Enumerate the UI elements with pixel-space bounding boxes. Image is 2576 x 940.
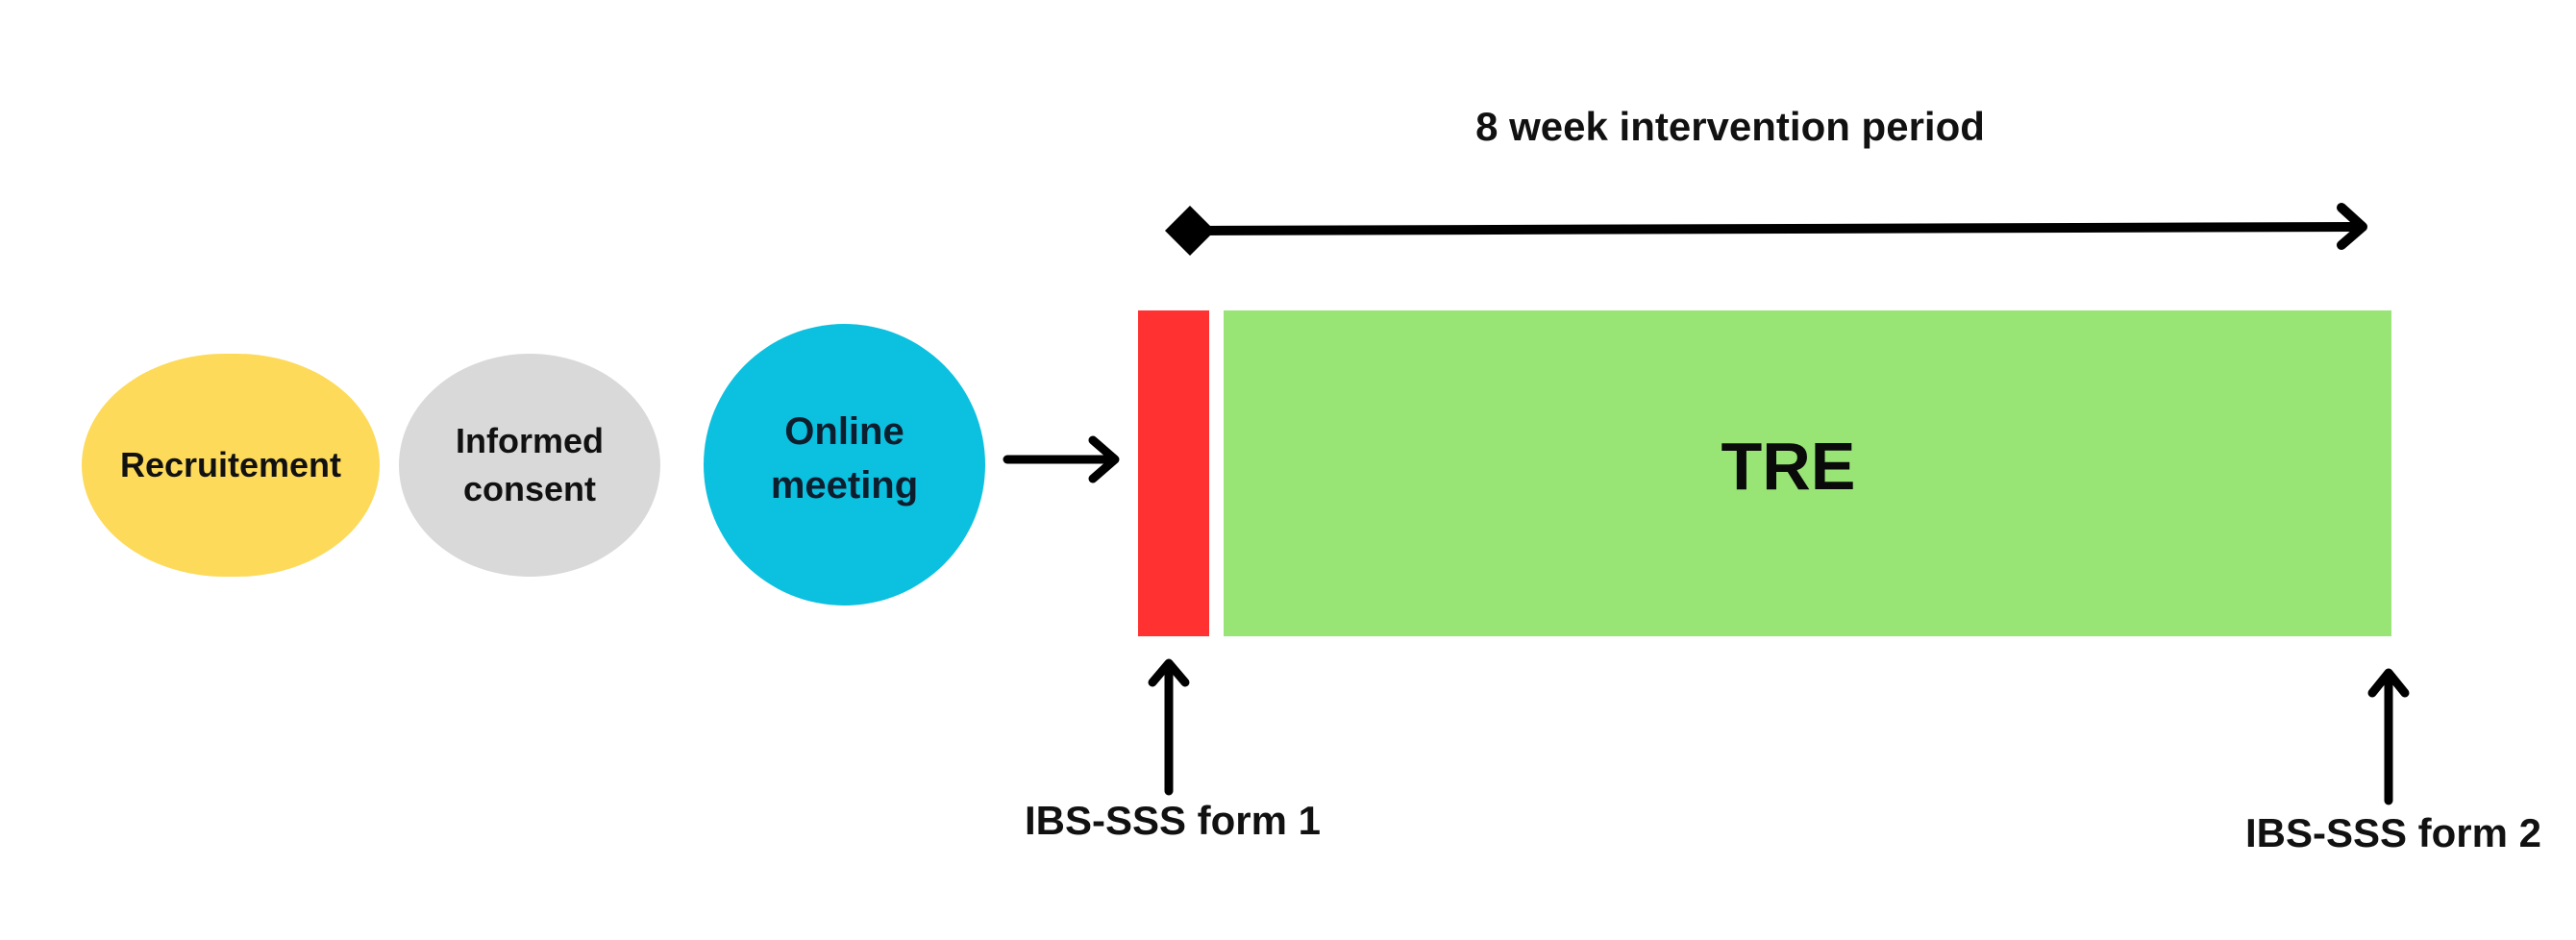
diamond-to-arrow-icon [1165, 203, 2367, 256]
intervention-label: TRE [1721, 428, 1856, 504]
period-title: 8 week intervention period [1475, 104, 1985, 149]
step-online-meeting: Online meeting [704, 324, 985, 606]
step-label: Recruitement [119, 445, 342, 484]
marker-label-form-2: IBS-SSS form 2 [2244, 810, 2542, 855]
step-label: Online [784, 409, 904, 453]
arrow-up-icon [2367, 668, 2410, 805]
marker-label-form-1: IBS-SSS form 1 [1024, 798, 1322, 843]
step-label: Informed [455, 421, 604, 460]
baseline-bar [1138, 310, 1209, 636]
step-informed-consent: Informed consent [399, 354, 660, 577]
step-label: consent [462, 469, 596, 508]
step-label: meeting [770, 463, 919, 507]
intervention-box: TRE [1224, 310, 2391, 636]
arrow-right-icon [1003, 435, 1120, 483]
arrow-up-icon [1148, 658, 1190, 796]
step-recruitment: Recruitement [82, 354, 380, 577]
